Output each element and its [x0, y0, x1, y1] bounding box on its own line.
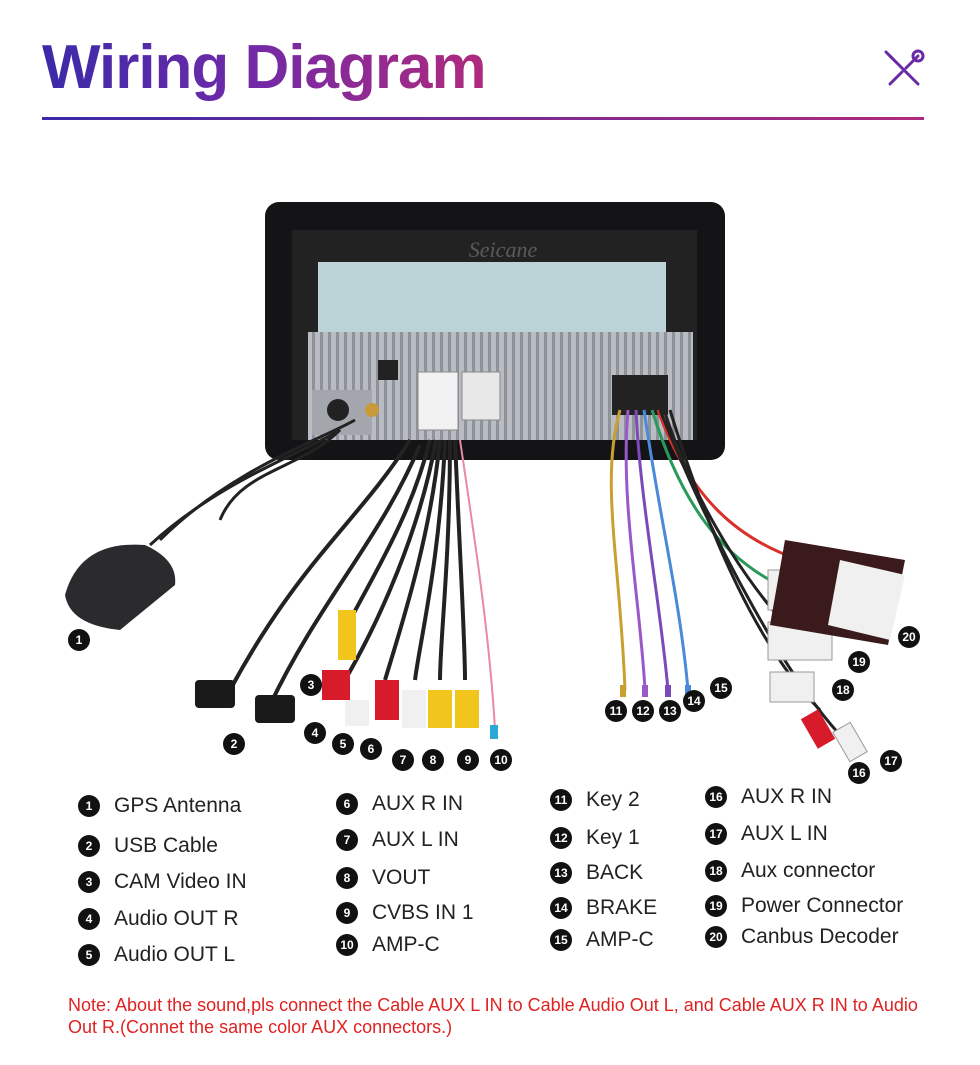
- title-divider: [42, 117, 924, 120]
- canbus-decoder: [770, 540, 905, 645]
- antenna-port: [365, 403, 379, 417]
- legend-number: 3: [78, 871, 100, 893]
- wiring-illustration: Seicane: [65, 202, 905, 763]
- callout-13: 13: [659, 700, 681, 722]
- gps-antenna: [65, 418, 356, 630]
- callout-7: 7: [392, 749, 414, 771]
- rca-cables: [343, 439, 496, 731]
- callout-2: 2: [223, 733, 245, 755]
- legend-label: AUX R IN: [741, 785, 833, 808]
- callout-20: 20: [898, 626, 920, 648]
- legend-label: BACK: [586, 861, 644, 884]
- legend-label: AUX R IN: [372, 792, 464, 815]
- legend-number: 5: [78, 944, 100, 966]
- legend-number: 10: [336, 934, 358, 956]
- legend-item-11: 11 Key 2: [550, 788, 640, 812]
- legend-item-6: 6 AUX R IN: [336, 792, 463, 816]
- legend-label: Power Connector: [741, 894, 904, 917]
- legend-label: GPS Antenna: [114, 794, 242, 817]
- legend-item-9: 9 CVBS IN 1: [336, 901, 474, 925]
- legend-number: 14: [550, 897, 572, 919]
- legend-label: CVBS IN 1: [372, 901, 474, 924]
- usb-cables: [195, 438, 422, 723]
- legend-label: AUX L IN: [741, 822, 828, 845]
- legend-number: 16: [705, 786, 727, 808]
- legend-item-5: 5 Audio OUT L: [78, 943, 235, 967]
- head-unit: Seicane: [265, 202, 725, 460]
- legend-number: 19: [705, 895, 727, 917]
- legend-label: Canbus Decoder: [741, 925, 899, 948]
- rca-plugs: [322, 610, 498, 739]
- power-harness: [609, 409, 842, 737]
- callout-4: 4: [304, 722, 326, 744]
- legend-number: 11: [550, 789, 572, 811]
- legend-item-18: 18 Aux connector: [705, 859, 875, 883]
- callout-14: 14: [683, 690, 705, 712]
- page-title: Wiring Diagram: [42, 28, 487, 108]
- legend-label: Audio OUT R: [114, 907, 239, 930]
- legend-item-19: 19 Power Connector: [705, 894, 903, 918]
- gps-port: [327, 399, 349, 421]
- legend-number: 13: [550, 862, 572, 884]
- callout-11: 11: [605, 700, 627, 722]
- legend-label: CAM Video IN: [114, 870, 247, 893]
- legend-number: 9: [336, 902, 358, 924]
- callout-15: 15: [710, 677, 732, 699]
- legend-number: 17: [705, 823, 727, 845]
- sound-note: Note: About the sound,pls connect the Ca…: [68, 995, 918, 1037]
- tools-icon: [884, 49, 925, 86]
- legend-number: 8: [336, 867, 358, 889]
- callout-17: 17: [880, 750, 902, 772]
- legend-item-1: 1 GPS Antenna: [78, 794, 241, 818]
- legend-label: Key 1: [586, 826, 640, 849]
- legend-item-20: 20 Canbus Decoder: [705, 925, 899, 949]
- legend-item-13: 13 BACK: [550, 861, 643, 885]
- legend-number: 15: [550, 929, 572, 951]
- legend-label: USB Cable: [114, 834, 218, 857]
- callout-18: 18: [832, 679, 854, 701]
- brand-logo: Seicane: [469, 237, 538, 262]
- legend-label: Aux connector: [741, 859, 876, 882]
- legend-item-14: 14 BRAKE: [550, 896, 657, 920]
- callout-9: 9: [457, 749, 479, 771]
- legend-item-8: 8 VOUT: [336, 866, 430, 890]
- legend-number: 1: [78, 795, 100, 817]
- legend-item-16: 16 AUX R IN: [705, 785, 832, 809]
- legend-label: Audio OUT L: [114, 943, 236, 966]
- legend-label: Key 2: [586, 788, 640, 811]
- callout-6: 6: [360, 738, 382, 760]
- legend-item-15: 15 AMP-C: [550, 928, 654, 952]
- legend-label: BRAKE: [586, 896, 658, 919]
- callout-3: 3: [300, 674, 322, 696]
- callout-8: 8: [422, 749, 444, 771]
- legend-label: AUX L IN: [372, 828, 459, 851]
- legend-number: 4: [78, 908, 100, 930]
- callout-10: 10: [490, 749, 512, 771]
- callout-16: 16: [848, 762, 870, 784]
- callout-5: 5: [332, 733, 354, 755]
- legend-label: VOUT: [372, 866, 431, 889]
- legend-label: AMP-C: [586, 928, 654, 951]
- legend-item-2: 2 USB Cable: [78, 834, 218, 858]
- legend-number: 12: [550, 827, 572, 849]
- legend-item-3: 3 CAM Video IN: [78, 870, 247, 894]
- power-socket: [612, 375, 668, 415]
- legend-item-12: 12 Key 1: [550, 826, 640, 850]
- legend-number: 18: [705, 860, 727, 882]
- callout-12: 12: [632, 700, 654, 722]
- callout-19: 19: [848, 651, 870, 673]
- legend-item-17: 17 AUX L IN: [705, 822, 828, 846]
- legend-label: AMP-C: [372, 933, 440, 956]
- key-wires: [620, 685, 691, 697]
- callout-1: 1: [68, 629, 90, 651]
- legend-item-10: 10 AMP-C: [336, 933, 440, 957]
- legend-number: 2: [78, 835, 100, 857]
- legend-number: 7: [336, 829, 358, 851]
- legend-number: 20: [705, 926, 727, 948]
- legend-item-4: 4 Audio OUT R: [78, 907, 239, 931]
- legend-item-7: 7 AUX L IN: [336, 828, 459, 852]
- legend-number: 6: [336, 793, 358, 815]
